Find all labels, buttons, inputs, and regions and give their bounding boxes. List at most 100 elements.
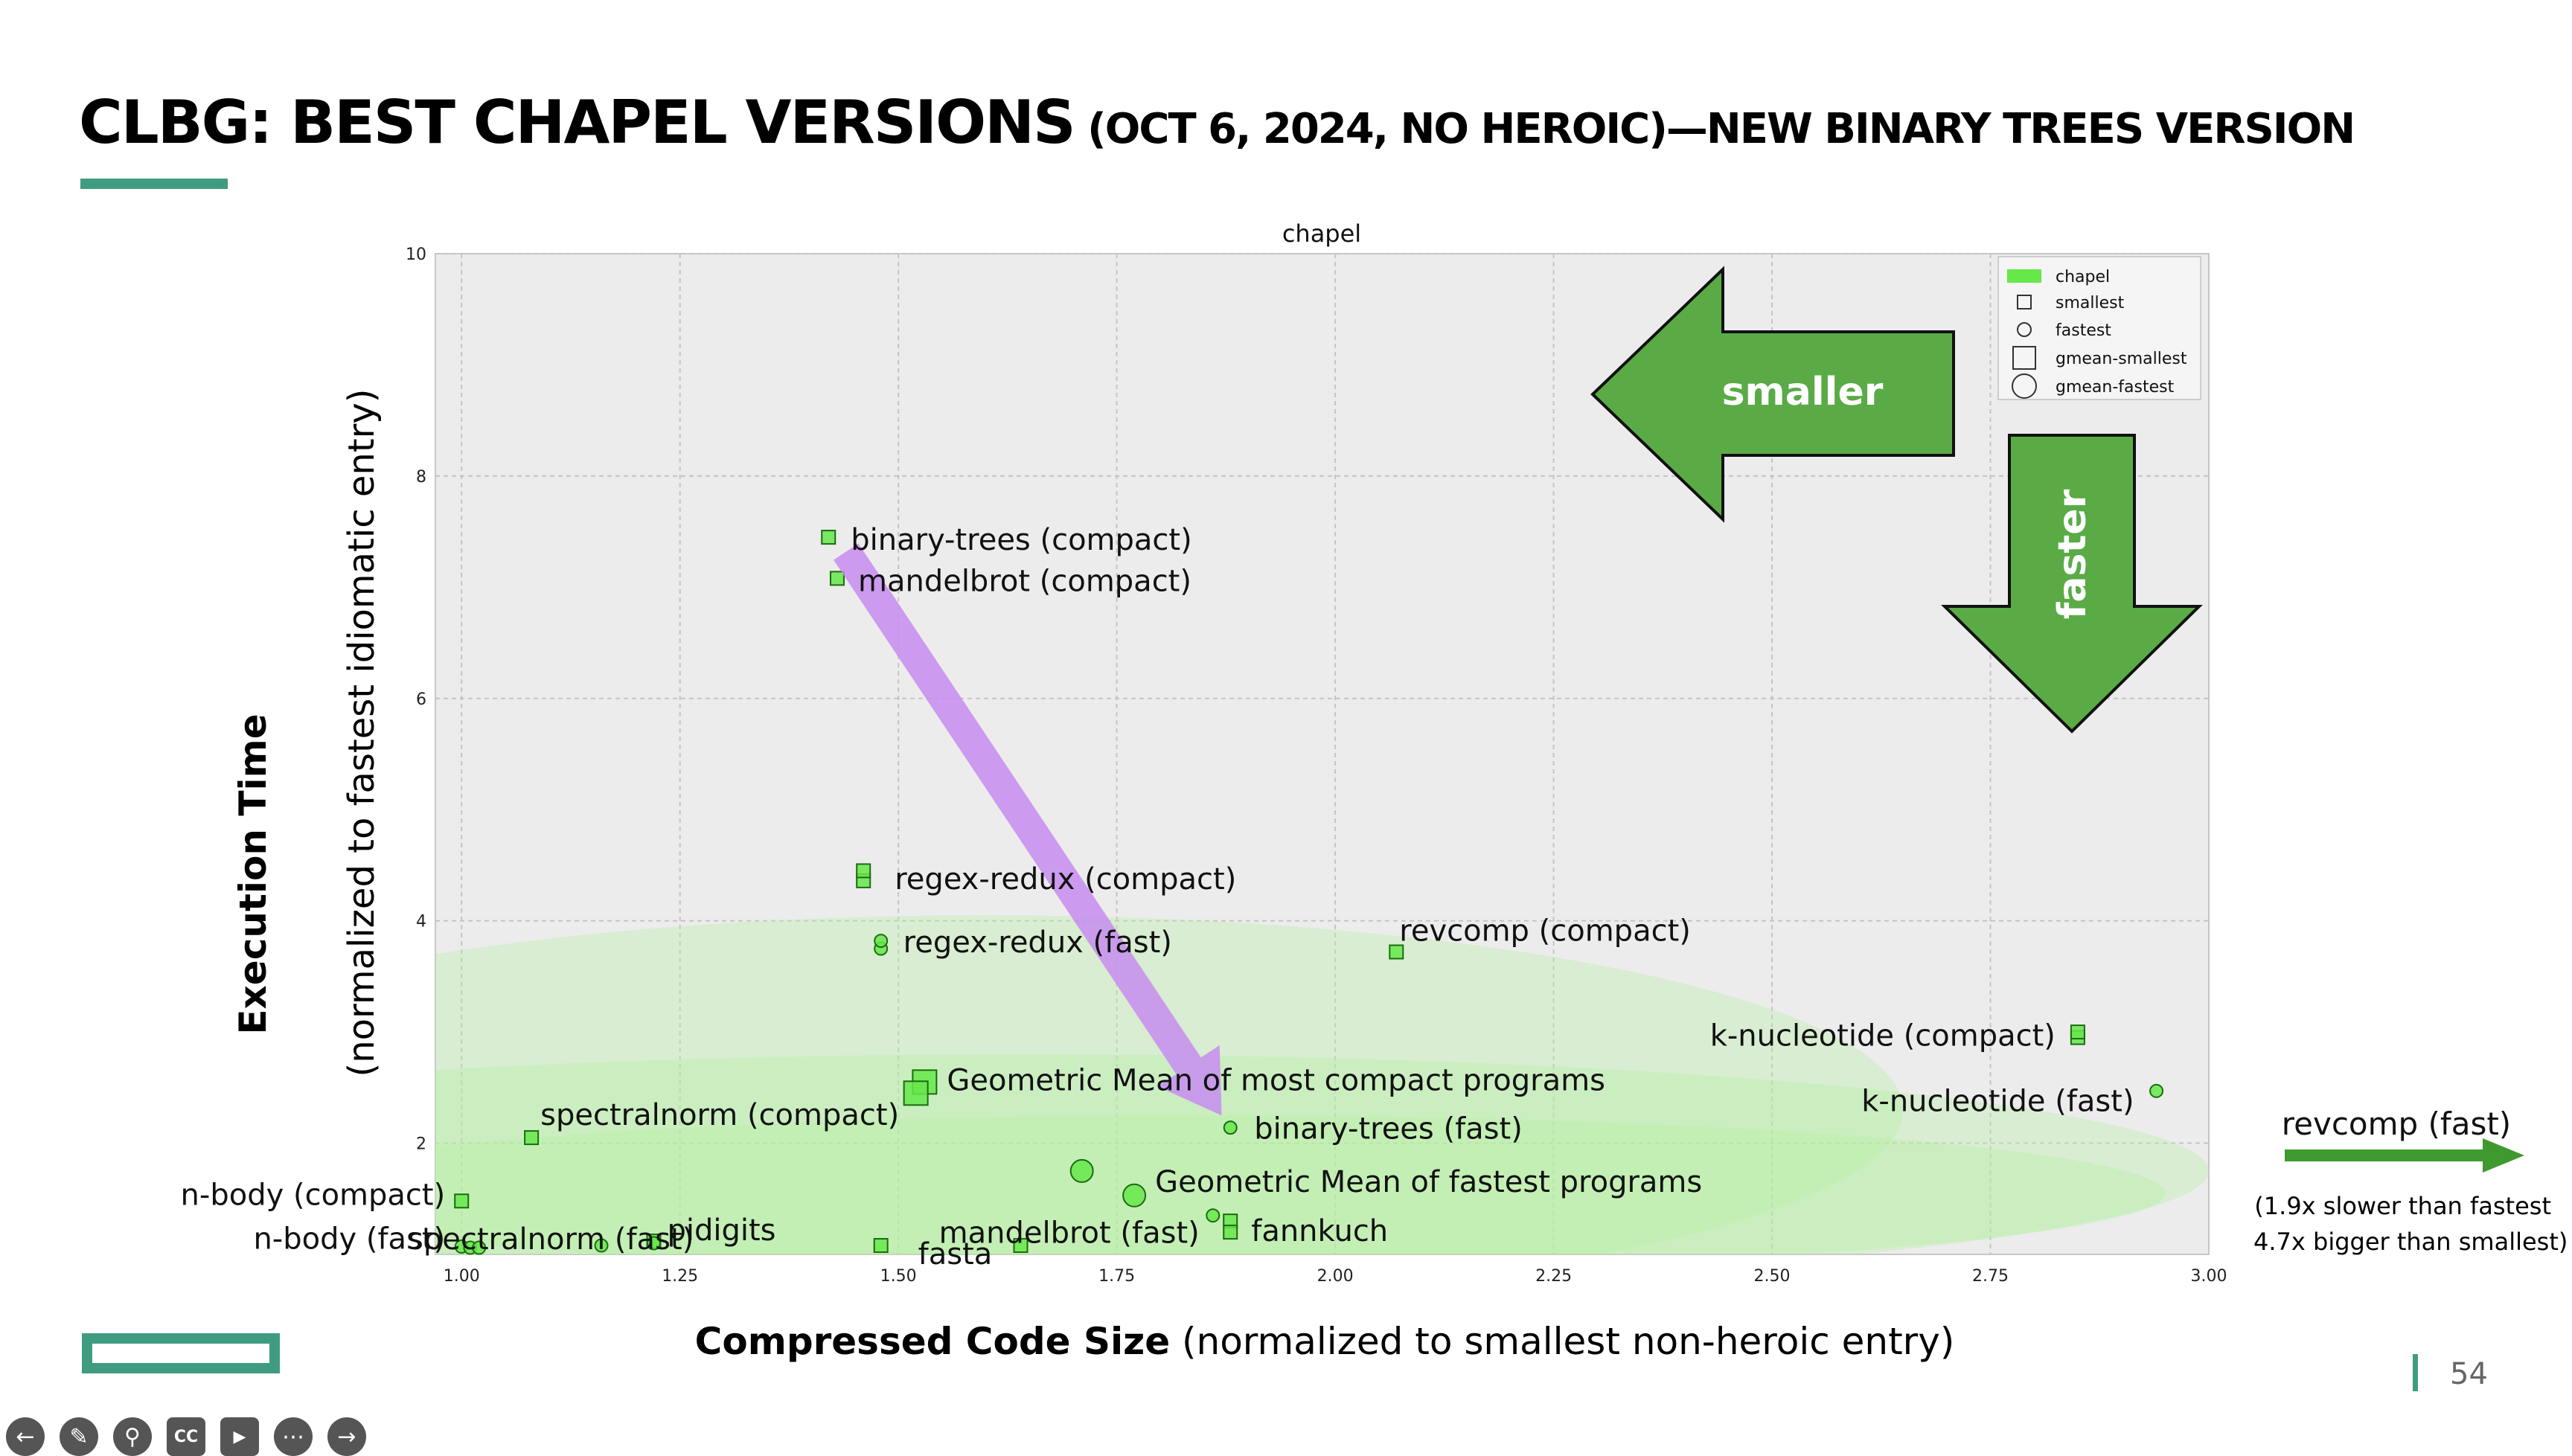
y-tick-label: 4 [416, 913, 426, 931]
data-point-square [821, 530, 836, 545]
legend-label-smallest: smallest [2056, 294, 2125, 312]
point-label: Geometric Mean of most compact programs [947, 1063, 1605, 1097]
highlight-ellipse [435, 1054, 2209, 1254]
point-label: fannkuch [1251, 1214, 1388, 1248]
y-axis-title: Execution Time [231, 713, 275, 1035]
point-label: regex-redux (fast) [903, 926, 1172, 960]
point-label: regex-redux (compact) [895, 862, 1236, 897]
point-label: k-nucleotide (fast) [1861, 1084, 2134, 1118]
data-point-square [873, 1238, 889, 1254]
legend-label-chapel: chapel [2056, 268, 2110, 286]
legend-label-fastest: fastest [2056, 321, 2111, 340]
x-tick-label: 1.25 [662, 1267, 698, 1286]
data-point-circle [1122, 1183, 1147, 1208]
y-tick-label: 8 [416, 468, 426, 487]
y-tick-label: 10 [406, 246, 426, 264]
faster-label: faster [2050, 489, 2095, 619]
faster-arrow [1941, 434, 2203, 734]
y-tick-label: 2 [416, 1135, 426, 1154]
x-tick-label: 1.00 [444, 1267, 480, 1286]
x-tick-label: 2.00 [1317, 1267, 1354, 1286]
x-axis-title: Compressed Code Size (normalized to smal… [695, 1320, 1955, 1363]
y-axis-subtitle: (normalized to fastest idiomatic entry) [341, 388, 383, 1077]
company-logo [82, 1333, 280, 1373]
data-point-circle [874, 934, 889, 949]
data-point-square [1223, 1225, 1238, 1240]
data-point-square [1013, 1238, 1029, 1254]
point-label: mandelbrot (compact) [858, 564, 1191, 598]
point-labels: binary-trees (compact) mandelbrot (compac… [181, 523, 2134, 1271]
point-label: Geometric Mean of fastest programs [1155, 1165, 1702, 1199]
smaller-arrow [1590, 266, 1955, 523]
point-label: k-nucleotide (compact) [1710, 1019, 2056, 1053]
point-label: mandelbrot (fast) [939, 1216, 1200, 1251]
legend-marker-gmean-smallest [2012, 346, 2036, 370]
data-point-circle [594, 1238, 609, 1253]
title-accent-bar [80, 179, 228, 189]
x-tick-label: 1.75 [1098, 1267, 1135, 1286]
y-tick-label: 6 [416, 690, 426, 709]
back-icon[interactable]: ← [6, 1417, 45, 1456]
x-tick-label: 2.25 [1535, 1267, 1572, 1286]
legend-label-gmean-fastest: gmean-fastest [2056, 378, 2175, 397]
point-label: binary-trees (compact) [851, 523, 1191, 557]
data-point-square [2070, 1024, 2085, 1040]
x-tick-label: 2.75 [1972, 1267, 2009, 1286]
presentation-toolbar: ← ✎ ⚲ CC ▶ ⋯ → [6, 1417, 366, 1456]
revcomp-fast-arrow-shaft [2285, 1149, 2483, 1161]
legend-marker-smallest [2017, 295, 2032, 310]
point-label: revcomp (compact) [1399, 914, 1691, 949]
axis-ticks: 1.00 1.25 1.50 1.75 2.00 2.25 2.50 2.75 3.00 2 4 6 8… [406, 246, 2227, 1286]
legend: chapel smallest fastest gmean-smallest g… [1997, 256, 2201, 400]
point-label: binary-trees (fast) [1254, 1112, 1523, 1146]
data-point-square [903, 1080, 929, 1106]
chart-title: chapel [1282, 219, 1361, 248]
forward-icon[interactable]: → [327, 1417, 366, 1456]
point-label: spectralnorm (fast) [408, 1222, 694, 1257]
x-tick-label: 1.50 [880, 1267, 917, 1286]
data-point-square [454, 1193, 470, 1209]
point-label: fasta [918, 1237, 993, 1271]
x-tick-label: 2.50 [1754, 1267, 1791, 1286]
x-tick-label: 3.00 [2191, 1267, 2227, 1286]
slide-title-main: CLBG: BEST CHAPEL VERSIONS [79, 88, 1076, 157]
legend-marker-gmean-fastest [2012, 373, 2037, 399]
data-point-circle [472, 1240, 487, 1255]
page-number-bar [2413, 1354, 2418, 1391]
point-label: n-body (fast) [253, 1222, 445, 1257]
legend-label-gmean-smallest: gmean-smallest [2056, 350, 2187, 368]
grid [435, 253, 2210, 1254]
smaller-label: smaller [1722, 370, 1884, 414]
revcomp-fast-label: revcomp (fast) [2282, 1106, 2511, 1142]
data-point-circle [2149, 1083, 2164, 1098]
point-label: n-body (compact) [181, 1178, 446, 1212]
revcomp-fast-arrow-head [2483, 1138, 2524, 1173]
x-axis-title-bold: Compressed Code Size [694, 1320, 1171, 1363]
revcomp-note-line1: (1.9x slower than fastest [2254, 1192, 2551, 1220]
data-points [454, 530, 2164, 1255]
data-point-square [1389, 944, 1404, 960]
page-number: 54 [2450, 1357, 2488, 1391]
pen-icon[interactable]: ✎ [60, 1417, 98, 1456]
revcomp-note-line2: 4.7x bigger than smallest) [2253, 1228, 2568, 1256]
highlight-ellipse [435, 1115, 2165, 1254]
data-point-circle [646, 1236, 661, 1251]
purple-arrow-shape [834, 543, 1222, 1116]
slide-title: CLBG: BEST CHAPEL VERSIONS (OCT 6, 2024,… [79, 88, 2355, 157]
data-point-square [856, 863, 871, 879]
data-point-square [524, 1130, 540, 1146]
data-point-circle [1069, 1158, 1094, 1183]
point-label: spectralnorm (compact) [540, 1098, 899, 1132]
slide-title-sub: (OCT 6, 2024, NO HEROIC)—NEW BINARY TREE… [1074, 105, 2355, 153]
captions-icon[interactable]: CC [167, 1417, 205, 1456]
point-label: pidigits [667, 1213, 775, 1248]
legend-swatch-chapel [2007, 269, 2041, 283]
legend-marker-fastest [2017, 322, 2032, 337]
data-point-circle [1223, 1120, 1238, 1135]
more-icon[interactable]: ⋯ [274, 1417, 313, 1456]
data-point-square [829, 571, 845, 586]
data-point-circle [1206, 1208, 1221, 1223]
zoom-icon[interactable]: ⚲ [113, 1417, 152, 1456]
camera-icon[interactable]: ▶ [220, 1417, 259, 1456]
